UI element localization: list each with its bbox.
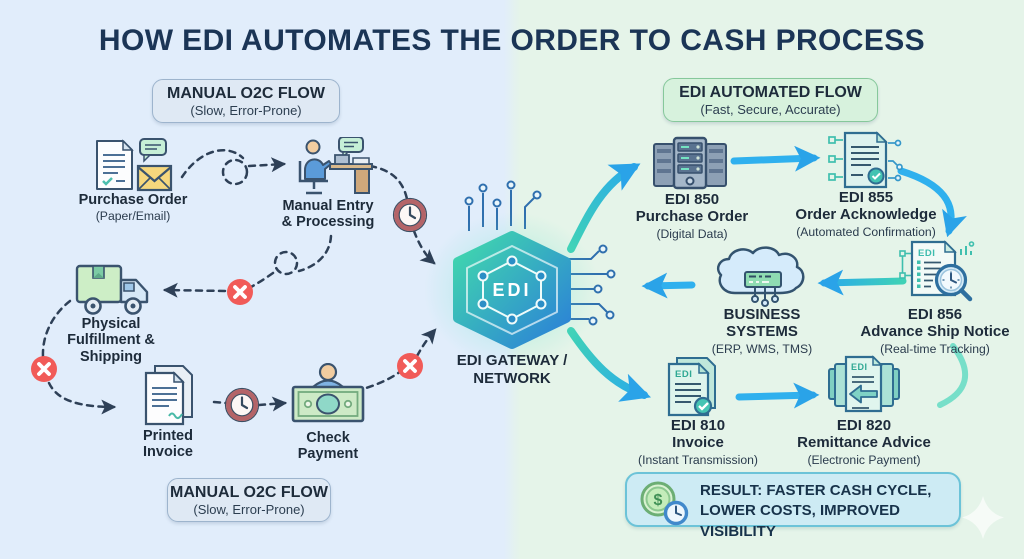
page-title: HOW EDI AUTOMATES THE ORDER TO CASH PROC… — [98, 24, 926, 57]
dollar-sign: $ — [654, 492, 663, 509]
manual-entry-line1: Manual Entry — [282, 198, 374, 214]
error-x-icon — [397, 353, 423, 379]
printed-invoice-label: Printed Invoice — [118, 428, 218, 461]
business-systems-label: BUSINESS SYSTEMS (ERP, WMS, TMS) — [682, 306, 842, 357]
gateway-caption: EDI GATEWAY / NETWORK — [427, 352, 597, 389]
edi-doc-label: EDI — [675, 369, 692, 380]
shipping-truck-icon — [75, 264, 149, 315]
edi-810-label: EDI 810 Invoice (Instant Transmission) — [610, 417, 786, 468]
printed-invoice-icon — [144, 365, 193, 426]
check-payment-label: Check Payment — [272, 430, 384, 463]
edi-820-code: EDI 820 — [836, 417, 892, 434]
printed-invoice-line1: Printed — [143, 428, 193, 444]
edi-856-tracking-icon: EDI — [899, 240, 975, 302]
edi-855-label: EDI 855 Order Acknowledge (Automated Con… — [756, 189, 976, 240]
edi-855-document-icon — [828, 131, 903, 189]
edi-820-remittance-icon: EDI — [828, 355, 900, 413]
edi-gateway-hexagon: EDI — [424, 212, 600, 368]
cash-cycle-coin-clock-icon: $ — [640, 481, 689, 526]
edi-856-name: Advance Ship Notice — [860, 322, 1010, 340]
edi-flow-header: EDI AUTOMATED FLOW (Fast, Secure, Accura… — [663, 78, 878, 122]
business-systems-line2: SYSTEMS — [726, 322, 798, 340]
fulfillment-line2: Fulfillment & — [67, 332, 155, 349]
edi-820-name: Remittance Advice — [797, 433, 931, 451]
edi-850-note: (Digital Data) — [656, 226, 728, 241]
purchase-order-icon — [96, 138, 173, 192]
purchase-order-title: Purchase Order — [78, 192, 188, 208]
result-line1: RESULT: FASTER CASH CYCLE, — [700, 482, 932, 499]
hexagon-edi-text: EDI — [492, 280, 531, 300]
manual-flow-footer-subtitle: (Slow, Error-Prone) — [193, 501, 305, 517]
check-payment-icon — [291, 363, 365, 423]
circuit-traces — [464, 180, 616, 326]
gateway-caption-line2: NETWORK — [473, 370, 551, 388]
fulfillment-line3: Shipping — [79, 348, 142, 365]
edi-810-invoice-icon: EDI — [667, 357, 716, 417]
edi-810-note: (Instant Transmission) — [638, 452, 758, 467]
edi-855-note: (Automated Confirmation) — [796, 224, 936, 239]
purchase-order-label: Purchase Order (Paper/Email) — [61, 192, 205, 224]
manual-flow-header-subtitle: (Slow, Error-Prone) — [190, 102, 302, 118]
business-systems-cloud-icon — [717, 246, 805, 307]
check-payment-line2: Payment — [297, 446, 359, 463]
manual-entry-label: Manual Entry & Processing — [258, 198, 398, 231]
edi-856-code: EDI 856 — [907, 306, 963, 323]
edi-flow-header-subtitle: (Fast, Secure, Accurate) — [700, 101, 841, 117]
fulfillment-label: Physical Fulfillment & Shipping — [49, 316, 173, 365]
manual-entry-icon — [298, 137, 373, 195]
result-line2: LOWER COSTS, IMPROVED VISIBILITY — [700, 502, 901, 540]
manual-flow-footer: MANUAL O2C FLOW (Slow, Error-Prone) — [167, 478, 331, 522]
sparkle-icon — [962, 496, 1004, 539]
result-banner — [625, 472, 961, 527]
result-text: RESULT: FASTER CASH CYCLE, LOWER COSTS, … — [700, 481, 960, 542]
edi-820-label: EDI 820 Remittance Advice (Electronic Pa… — [764, 417, 964, 468]
gateway-caption-line1: EDI GATEWAY / — [456, 352, 568, 369]
edi-810-code: EDI 810 — [670, 417, 726, 434]
printed-invoice-line2: Invoice — [143, 444, 193, 461]
edi-doc-label: EDI — [851, 362, 868, 372]
fulfillment-line1: Physical — [81, 316, 141, 332]
manual-flow-header: MANUAL O2C FLOW (Slow, Error-Prone) — [152, 79, 340, 123]
check-payment-line1: Check — [306, 430, 350, 446]
manual-flow-header-title: MANUAL O2C FLOW — [167, 85, 325, 102]
edi-doc-label: EDI — [918, 248, 935, 259]
edi-855-code: EDI 855 — [838, 189, 894, 206]
edi-810-name: Invoice — [672, 433, 724, 451]
error-x-icon — [227, 279, 253, 305]
edi-856-label: EDI 856 Advance Ship Notice (Real-time T… — [830, 306, 1024, 357]
edi-850-server-icon — [653, 136, 727, 190]
edi-850-code: EDI 850 — [664, 191, 720, 208]
edi-850-name: Purchase Order — [635, 207, 749, 225]
manual-entry-line2: & Processing — [281, 214, 375, 231]
manual-flow-footer-title: MANUAL O2C FLOW — [170, 484, 328, 501]
purchase-order-subtitle: (Paper/Email) — [95, 209, 171, 224]
business-systems-note: (ERP, WMS, TMS) — [711, 341, 813, 356]
edi-flow-header-title: EDI AUTOMATED FLOW — [679, 84, 862, 101]
delay-clock-icon — [224, 387, 260, 423]
edi-855-name: Order Acknowledge — [795, 205, 937, 223]
business-systems-line1: BUSINESS — [723, 306, 801, 323]
edi-856-note: (Real-time Tracking) — [880, 341, 990, 356]
delay-clock-icon — [392, 197, 428, 233]
edi-850-label: EDI 850 Purchase Order (Digital Data) — [610, 191, 774, 242]
edi-820-note: (Electronic Payment) — [807, 452, 921, 467]
